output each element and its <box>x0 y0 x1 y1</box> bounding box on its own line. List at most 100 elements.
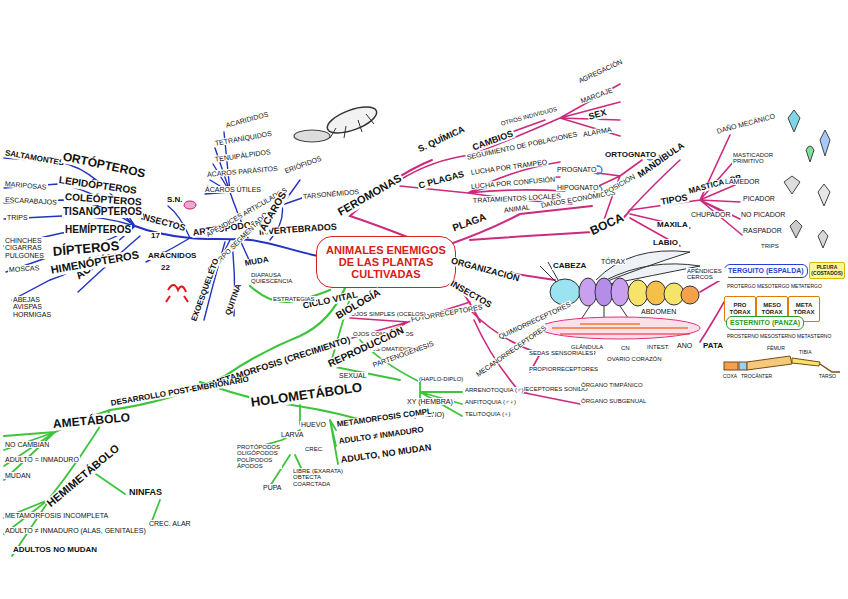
branch-label: SALTAMONTES <box>3 149 65 168</box>
branch-label: MASTICADOR PRIMITIVO <box>732 152 774 165</box>
branch-label: ÓRGANO SUBGENUAL <box>580 398 647 404</box>
branch-label: ERIÓFIDOS <box>283 154 324 175</box>
abdomen <box>628 280 648 306</box>
branch-label: CREC. <box>304 446 325 452</box>
branch-label: OTROS INDIVIDUOS <box>499 106 559 128</box>
branch-line <box>4 410 160 556</box>
branch-label: OVARIO CORAZÓN <box>606 356 663 362</box>
branch-line <box>350 278 724 404</box>
insect-drawing <box>540 251 700 339</box>
branch-line <box>400 84 620 180</box>
branch-label: MOSCAS <box>8 264 41 273</box>
branch-label: ORGANIZACIÓN <box>449 256 521 284</box>
branch-label: MAXILA <box>656 221 689 229</box>
mouthpart <box>818 184 830 206</box>
branch-label: MARIPOSAS <box>4 180 48 191</box>
branch-label: PATA <box>702 342 724 350</box>
node-text: PLEURA (COSTADOS) <box>811 265 842 276</box>
branch-label: HEMÍPTEROS <box>64 225 132 236</box>
branch-label: ADULTO = INMADURO <box>4 456 80 463</box>
branch-label: TIPOS <box>659 193 689 207</box>
branch-label: HIPOGNATO <box>556 184 599 191</box>
branch-label: INTEST. <box>646 344 670 350</box>
branch-label: AMETÁBOLO <box>51 411 131 430</box>
branch-label: ÁCAROS PARÁSITOS <box>206 165 279 179</box>
branch-label: OJOS SIMPLES (OCELOS) <box>350 311 427 317</box>
branch-label: HUEVO <box>300 421 327 428</box>
branch-label: ADULTO, NO MUDAN <box>339 443 433 465</box>
branch-label: ORTÓPTEROS <box>61 150 148 180</box>
branch-label: TETRANÍQUIDOS <box>213 130 273 148</box>
branch-label: ANFITOQUIA (♂♀) <box>464 399 517 405</box>
branch-label: COXA <box>722 374 738 379</box>
central-topic: ANIMALES ENEMIGOS DE LAS PLANTAS CULTIVA… <box>316 236 456 288</box>
inner-body <box>540 317 700 339</box>
branch-label: CN <box>620 345 631 351</box>
tarsus <box>820 364 840 372</box>
branch-label: SEDAS SENSORIALES <box>528 350 594 356</box>
branch-label: NO CAMBIAN <box>4 441 50 448</box>
mite-body <box>324 102 380 139</box>
branch-label: XY (HEMBRA) <box>406 398 454 405</box>
branch-label: LAMEDOR <box>724 178 761 185</box>
branch-label: ANO <box>676 342 693 349</box>
tibia <box>792 358 820 366</box>
part-box: PLEURA (COSTADOS) <box>809 262 845 279</box>
thorax <box>579 278 597 306</box>
branch-label: TARSO <box>818 374 837 379</box>
branch-label: ACARIDIDOS <box>224 110 270 129</box>
branch-label: MUDA <box>243 256 270 269</box>
branch-label: ALARMA <box>581 126 613 139</box>
branch-label: LABIO <box>652 239 679 247</box>
node-text: ESTERNITO (PANZA) <box>730 319 800 327</box>
gut <box>552 324 688 328</box>
mouthpart <box>806 146 814 162</box>
branch-label: FÉMUR <box>766 346 786 351</box>
branch-label: PUPA <box>262 484 283 491</box>
branch-label: ABDOMEN <box>640 308 677 315</box>
branch-label: CHUPADOR <box>690 211 732 218</box>
node-text: PRO TÓRAX <box>728 302 752 315</box>
branch-label: TROCÁNTER <box>740 374 773 379</box>
mouthpart <box>784 176 800 194</box>
branch-line <box>445 206 630 246</box>
thorax <box>595 278 613 306</box>
mite-disc <box>294 130 330 142</box>
mouthpart <box>820 130 830 156</box>
branch-label: APÉNDICES CERCOS <box>686 268 728 281</box>
branch-label: METAMORFOSIS INCOMPLETA <box>4 512 109 519</box>
branch-label: RECEPTORES SONIDO <box>520 386 589 392</box>
branch-label: TENUIPÁLPIDOS <box>213 148 271 163</box>
branch-label: ESCARABAJOS <box>4 196 58 206</box>
branch-label: S. QUÍMICA <box>416 124 467 155</box>
abdomen <box>646 281 666 305</box>
part-box: ESTERNITO (PANZA) <box>726 316 804 330</box>
branch-label: MARCAJE <box>579 86 615 105</box>
blue-branches <box>4 132 318 320</box>
branch-label: MUDAN <box>4 472 32 479</box>
thorax <box>611 278 629 306</box>
branch-label: ARRENOTOQUIA (♂) <box>464 387 524 393</box>
branch-label: ADULTO ≠ INMADURO (ALAS, GENITALES) <box>4 527 147 534</box>
branch-label: ADULTO ≠ INMADURO <box>337 426 425 446</box>
abdomen <box>681 286 699 304</box>
trochanter <box>739 362 747 370</box>
node-text: META TÓRAX <box>792 302 816 315</box>
branch-label: TIBIA <box>798 350 813 355</box>
femur <box>747 356 792 370</box>
branch-label: ARÁCNIDOS <box>147 252 197 260</box>
branch-label: PROTÓPODOS OLIGÓPODOS POLÍPODOS ÁPODOS <box>236 444 282 469</box>
branch-label: PROSTERNO MESOSTERNO METASTERNO <box>726 334 832 339</box>
branch-label: TELITOQUIA (♀) <box>464 411 511 417</box>
branch-label: HOLOMETÁBOLO <box>249 380 364 409</box>
branch-label: PROTERGO MESOTERGO METATERGO <box>726 284 823 289</box>
branch-label: TRIPS <box>6 214 29 221</box>
part-box: TERGUITO (ESPALDA) <box>724 264 808 278</box>
node-text: ANIMALES ENEMIGOS DE LAS PLANTAS CULTIVA… <box>320 244 452 280</box>
branch-label: (HAPLO-DIPLO) <box>418 376 464 382</box>
branch-label: C PLAGAS <box>417 170 466 192</box>
branch-label: S.N. <box>166 196 184 204</box>
branch-label: LUCHA POR CONFUSIÓN <box>470 175 557 190</box>
branch-label: DAÑO MECÁNICO <box>715 112 777 135</box>
